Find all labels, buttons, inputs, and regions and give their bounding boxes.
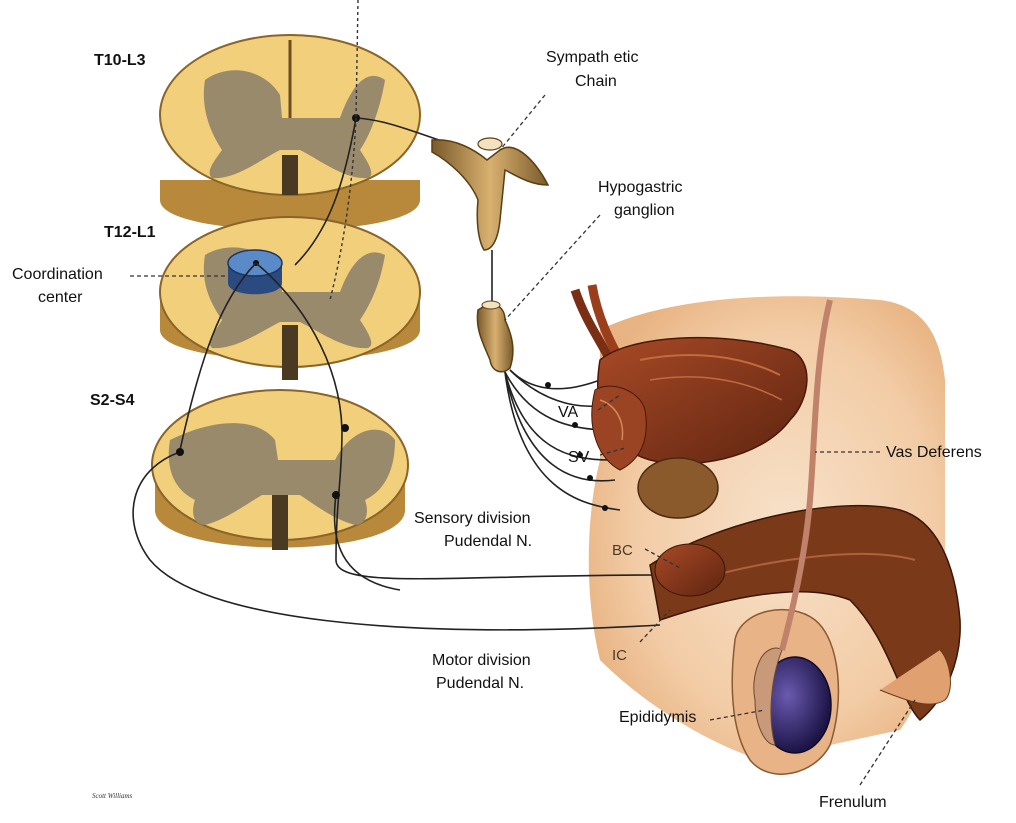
spinal-cord-segment-t10-l3 [160, 35, 420, 230]
label-motor-division-line1: Motor division [432, 652, 531, 669]
artist-signature: Scott Williams [92, 792, 133, 800]
label-sensory-division-line1: Sensory division [414, 510, 531, 527]
label-s2-s4: S2-S4 [90, 392, 135, 409]
label-hypogastric-ganglion-line1: Hypogastric [598, 179, 682, 196]
spinal-cord-segment-s2-s4 [152, 390, 408, 550]
label-sympathetic-chain-line2: Chain [575, 73, 617, 90]
label-ic: IC [612, 647, 627, 664]
hypogastric-ganglion [477, 301, 513, 372]
label-epididymis: Epididymis [619, 709, 696, 726]
bulb-corpus [655, 544, 725, 596]
ureters [575, 285, 620, 360]
label-va: VA [558, 404, 578, 421]
label-frenulum: Frenulum [819, 794, 887, 811]
label-t10-l3: T10-L3 [94, 52, 146, 69]
label-bc: BC [612, 542, 633, 559]
label-hypogastric-ganglion-line2: ganglion [614, 202, 675, 219]
sympathetic-chain [432, 138, 548, 250]
label-sensory-division-line2: Pudendal N. [444, 533, 532, 550]
label-coordination-center-line2: center [38, 289, 83, 306]
label-coordination-center-line1: Coordination [12, 266, 103, 283]
label-sympathetic-chain-line1: Sympath etic [546, 49, 638, 66]
label-motor-division-line2: Pudendal N. [436, 675, 524, 692]
label-vas-deferens: Vas Deferens [886, 444, 982, 461]
label-sv: SV [568, 449, 590, 466]
label-t12-l1: T12-L1 [104, 224, 156, 241]
prostate [638, 458, 718, 518]
